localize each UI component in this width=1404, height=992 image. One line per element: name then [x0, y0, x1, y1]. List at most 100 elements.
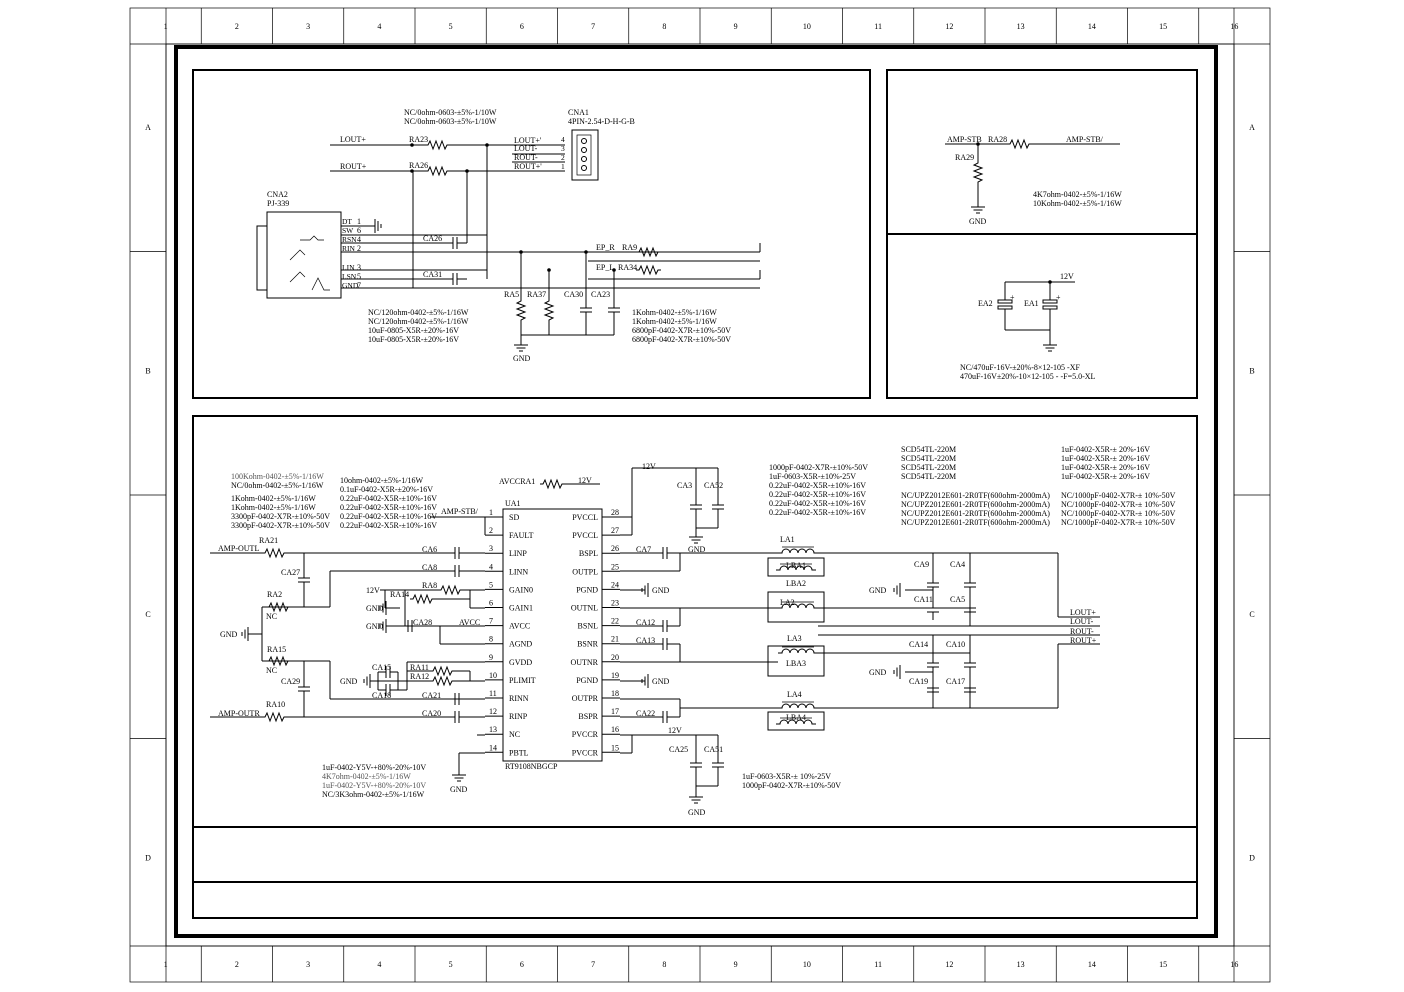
ua1-ic: [502, 508, 603, 762]
label-amp-notes_bead-1: NC/UPZ2012E601-2R0TF(600ohm-2000mA): [901, 500, 1050, 509]
label-amp-notes_ind-0: SCD54TL-220M: [901, 445, 956, 454]
label-sheet1-cna2-pins-2: 4: [357, 235, 361, 244]
lba4-ref: LBA4: [786, 713, 806, 722]
ic-pin-name: PVCCL: [572, 513, 598, 522]
col-marker-bottom: 6: [520, 960, 524, 969]
col-marker-bottom: 9: [734, 960, 738, 969]
col-marker-top: 7: [591, 22, 595, 31]
row-marker-left: B: [145, 366, 150, 375]
label-sheet1-cna2-pin_names-0: DT: [342, 217, 352, 226]
col-marker-bottom: 12: [945, 960, 953, 969]
ic-pin-number: 16: [611, 725, 619, 734]
label-amp-notes_bulk-0: 1uF-0603-X5R-± 10%-25V: [742, 772, 831, 781]
net-lout-plus: LOUT+: [340, 135, 366, 144]
ua1-part: RT9108NBGCP: [505, 762, 558, 771]
ca30-ref: CA30: [564, 290, 583, 299]
ic-pin-name: PGND: [576, 676, 598, 685]
ra29-ref: RA29: [955, 153, 974, 162]
ic-pin-number: 5: [489, 580, 493, 589]
amplifier-circuit: 100Kohm-0402-±5%-1/16W NC/0ohm-0402-±5%-…: [210, 445, 1176, 817]
col-marker-bottom: 4: [377, 960, 381, 969]
col-marker-bottom: 1: [164, 960, 168, 969]
ic-pin-number: 22: [611, 617, 619, 626]
res-value-1: NC/0ohm-0603-±5%-1/10W: [404, 108, 497, 117]
ic-pin-name: OUTPR: [572, 694, 599, 703]
net-12v-1: 12V: [1060, 272, 1074, 281]
ic-pin-name: FAULT: [509, 531, 534, 540]
label-amp-notes_bead-2: NC/UPZ2012E601-2R0TF(600ohm-2000mA): [901, 509, 1050, 518]
ca31-ref: CA31: [423, 270, 442, 279]
ic-pin-name: LINP: [509, 549, 527, 558]
col-marker-bottom: 15: [1159, 960, 1167, 969]
ca15-ref: CA15: [372, 663, 391, 672]
label-amp-notes_ind-3: SCD54TL-220M: [901, 472, 956, 481]
label-sheet1-cna2-pin_names-5: LSN: [342, 272, 357, 281]
ca9-ref: CA9: [914, 560, 929, 569]
ic-pin-number: 1: [489, 508, 493, 517]
net-rout-plus: ROUT+: [340, 162, 367, 171]
label-sheet1-notes_right-3: 6800pF-0402-X7R-±10%-50V: [632, 335, 731, 344]
col-marker-top: 1: [164, 22, 168, 31]
col-marker-bottom: 16: [1230, 960, 1238, 969]
ic-pin-name: BSNL: [578, 622, 599, 631]
ca3-ref: CA3: [677, 481, 692, 490]
ra37-ref: RA37: [527, 290, 546, 299]
la1-ref: LA1: [780, 535, 795, 544]
ca10-ref: CA10: [946, 640, 965, 649]
label-sheet1-notes_left-1: NC/120ohm-0402-±5%-1/16W: [368, 317, 469, 326]
ra10-ref: RA10: [266, 700, 285, 709]
net-ep-r: EP_R: [596, 243, 615, 252]
row-marker-left: C: [145, 610, 150, 619]
label-sheet1-notes_left-2: 10uF-0805-X5R-±20%-16V: [368, 326, 459, 335]
ca18-ref: CA18: [372, 691, 391, 700]
label-amp-notes_ind-1: SCD54TL-220M: [901, 454, 956, 463]
label-amp-notes_cap-5: 0.22uF-0402-X5R-±10%-16V: [769, 508, 866, 517]
label-sheet2-notes-1: 10Kohm-0402-±5%-1/16W: [1033, 199, 1122, 208]
label-amp-notes_out_b-1: NC/1000pF-0402-X7R-± 10%-50V: [1061, 500, 1176, 509]
col-marker-top: 8: [662, 22, 666, 31]
ic-pin-number: 18: [611, 689, 619, 698]
out-net-3: ROUT-: [1070, 627, 1094, 636]
ic-pin-number: 2: [489, 526, 493, 535]
ic-pin-name: PLIMIT: [509, 676, 536, 685]
label-amp-notes_in_b-3: 3300pF-0402-X7R-±10%-50V: [231, 521, 330, 530]
label-sheet1-cna2-pins-0: 1: [357, 217, 361, 226]
ic-pin-name: GAIN0: [509, 585, 533, 594]
label-sheet1-cna2-pins-5: 5: [357, 272, 361, 281]
row-marker-right: A: [1249, 123, 1255, 132]
label-sheet1-notes_right-2: 6800pF-0402-X7R-±10%-50V: [632, 326, 731, 335]
ic-pin-number: 6: [489, 599, 493, 608]
label-amp-notes_out_b-3: NC/1000pF-0402-X7R-± 10%-50V: [1061, 518, 1176, 527]
label-amp-notes_in_b-2: 3300pF-0402-X7R-±10%-50V: [231, 512, 330, 521]
standby-circuit: AMP-STB AMP-STB/ RA28 RA29 GND 4K7ohm-04…: [945, 135, 1122, 226]
ca19-ref: CA19: [909, 677, 928, 686]
row-marker-left: D: [145, 853, 151, 862]
out-net-4: ROUT+: [1070, 636, 1097, 645]
ca25-ref: CA25: [669, 745, 688, 754]
ca26-ref: CA26: [423, 234, 442, 243]
svg-text:+: +: [1010, 293, 1015, 302]
ic-pin-number: 25: [611, 562, 619, 571]
ca6-ref: CA6: [422, 545, 437, 554]
gnd-label-1: GND: [513, 354, 531, 363]
ra12-ref: RA12: [410, 672, 429, 681]
label-amp-notes_in_b-1: 1Kohm-0402-±5%-1/16W: [231, 503, 316, 512]
label-amp-notes_cap-1: 1uF-0603-X5R-±10%-25V: [769, 472, 856, 481]
col-marker-top: 14: [1088, 22, 1096, 31]
ra15-ref: RA15: [267, 645, 286, 654]
la3-ref: LA3: [787, 634, 802, 643]
label-amp-notes_bottom-3: NC/3K3ohm-0402-±5%-1/16W: [322, 790, 425, 799]
out-net-1: LOUT+: [1070, 608, 1096, 617]
ic-pin-name: PVCCR: [572, 730, 599, 739]
ic-pin-number: 14: [489, 743, 497, 752]
ic-pin-number: 17: [611, 707, 619, 716]
net-ep-l: EP_L: [596, 263, 614, 272]
label-sheet1-cna1-pins-0: 4: [561, 135, 565, 144]
col-marker-top: 16: [1230, 22, 1238, 31]
label-amp-notes_out_a-1: 1uF-0402-X5R-± 20%-16V: [1061, 454, 1150, 463]
gnd-pgnd-1: GND: [652, 586, 670, 595]
net-avcc: AVCC: [459, 618, 480, 627]
ic-pin-name: GAIN1: [509, 604, 533, 613]
ra23-ref: RA23: [409, 135, 428, 144]
ic-pin-name: PBTL: [509, 748, 529, 757]
